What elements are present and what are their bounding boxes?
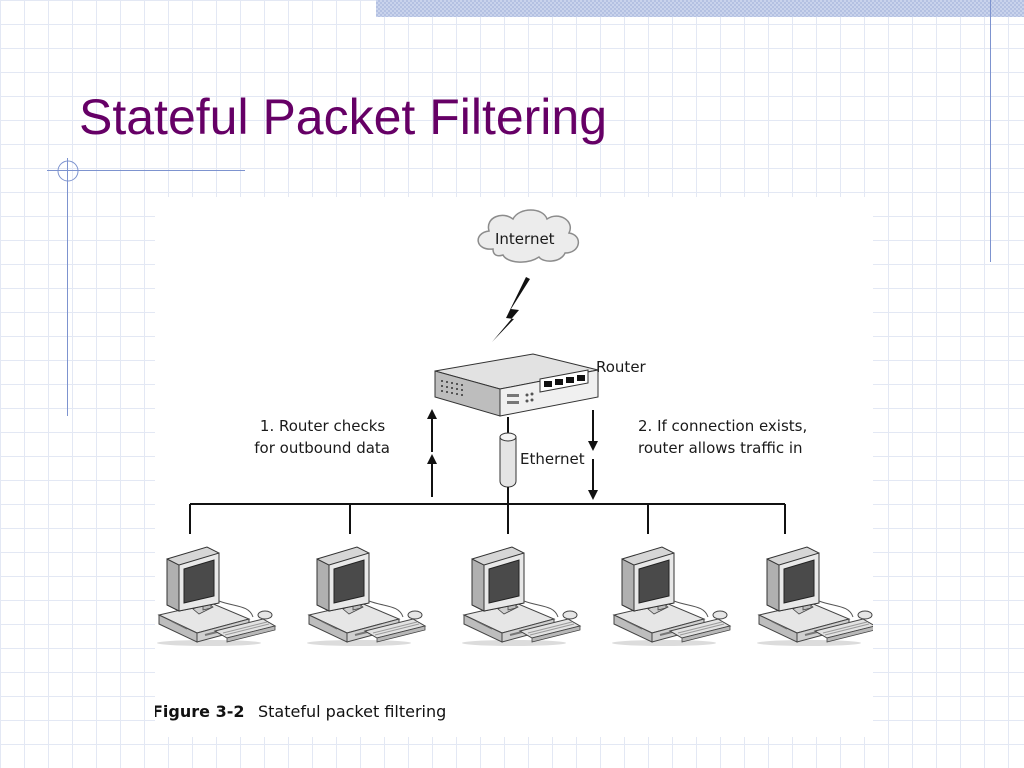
outbound-arrow-icon: [427, 409, 437, 497]
step1-line1: 1. Router checks: [260, 417, 385, 435]
figure-caption: Stateful packet filtering: [258, 702, 446, 721]
desktop-computer-icon: [461, 546, 581, 647]
desktop-computer-icon: [756, 546, 873, 647]
desktop-computer-icon: [306, 546, 426, 647]
network-diagram: Internet Router Ethernet: [155, 209, 873, 721]
router-icon: [434, 353, 599, 417]
step2-line1: 2. If connection exists,: [638, 417, 807, 435]
desktop-computer-icon: [611, 546, 731, 647]
ethernet-label: Ethernet: [520, 450, 585, 468]
decorative-top-band: [376, 0, 1024, 17]
router-label: Router: [596, 358, 647, 376]
step1-label: 1. Router checks for outbound data: [254, 417, 390, 457]
step2-line2: router allows traffic in: [638, 439, 803, 457]
ethernet-connector-icon: [499, 432, 517, 488]
decorative-horizontal-rule: [47, 170, 245, 171]
computers-group: [156, 546, 873, 647]
decorative-vertical-rule-right: [990, 0, 991, 262]
computer-drop-lines: [189, 504, 786, 534]
slide-title: Stateful Packet Filtering: [79, 89, 608, 145]
step1-line2: for outbound data: [254, 439, 390, 457]
decorative-vertical-rule-left: [67, 158, 68, 416]
inbound-arrow-icon: [588, 410, 598, 500]
internet-label: Internet: [495, 230, 555, 248]
decorative-circle-marker: [57, 160, 79, 182]
wan-link-bolt-icon: [492, 277, 530, 342]
internet-cloud-icon: [477, 209, 579, 263]
step2-label: 2. If connection exists, router allows t…: [638, 417, 812, 457]
desktop-computer-icon: [156, 546, 276, 647]
figure-number: Figure 3-2: [155, 702, 244, 721]
figure-panel: Internet Router Ethernet: [155, 197, 873, 737]
